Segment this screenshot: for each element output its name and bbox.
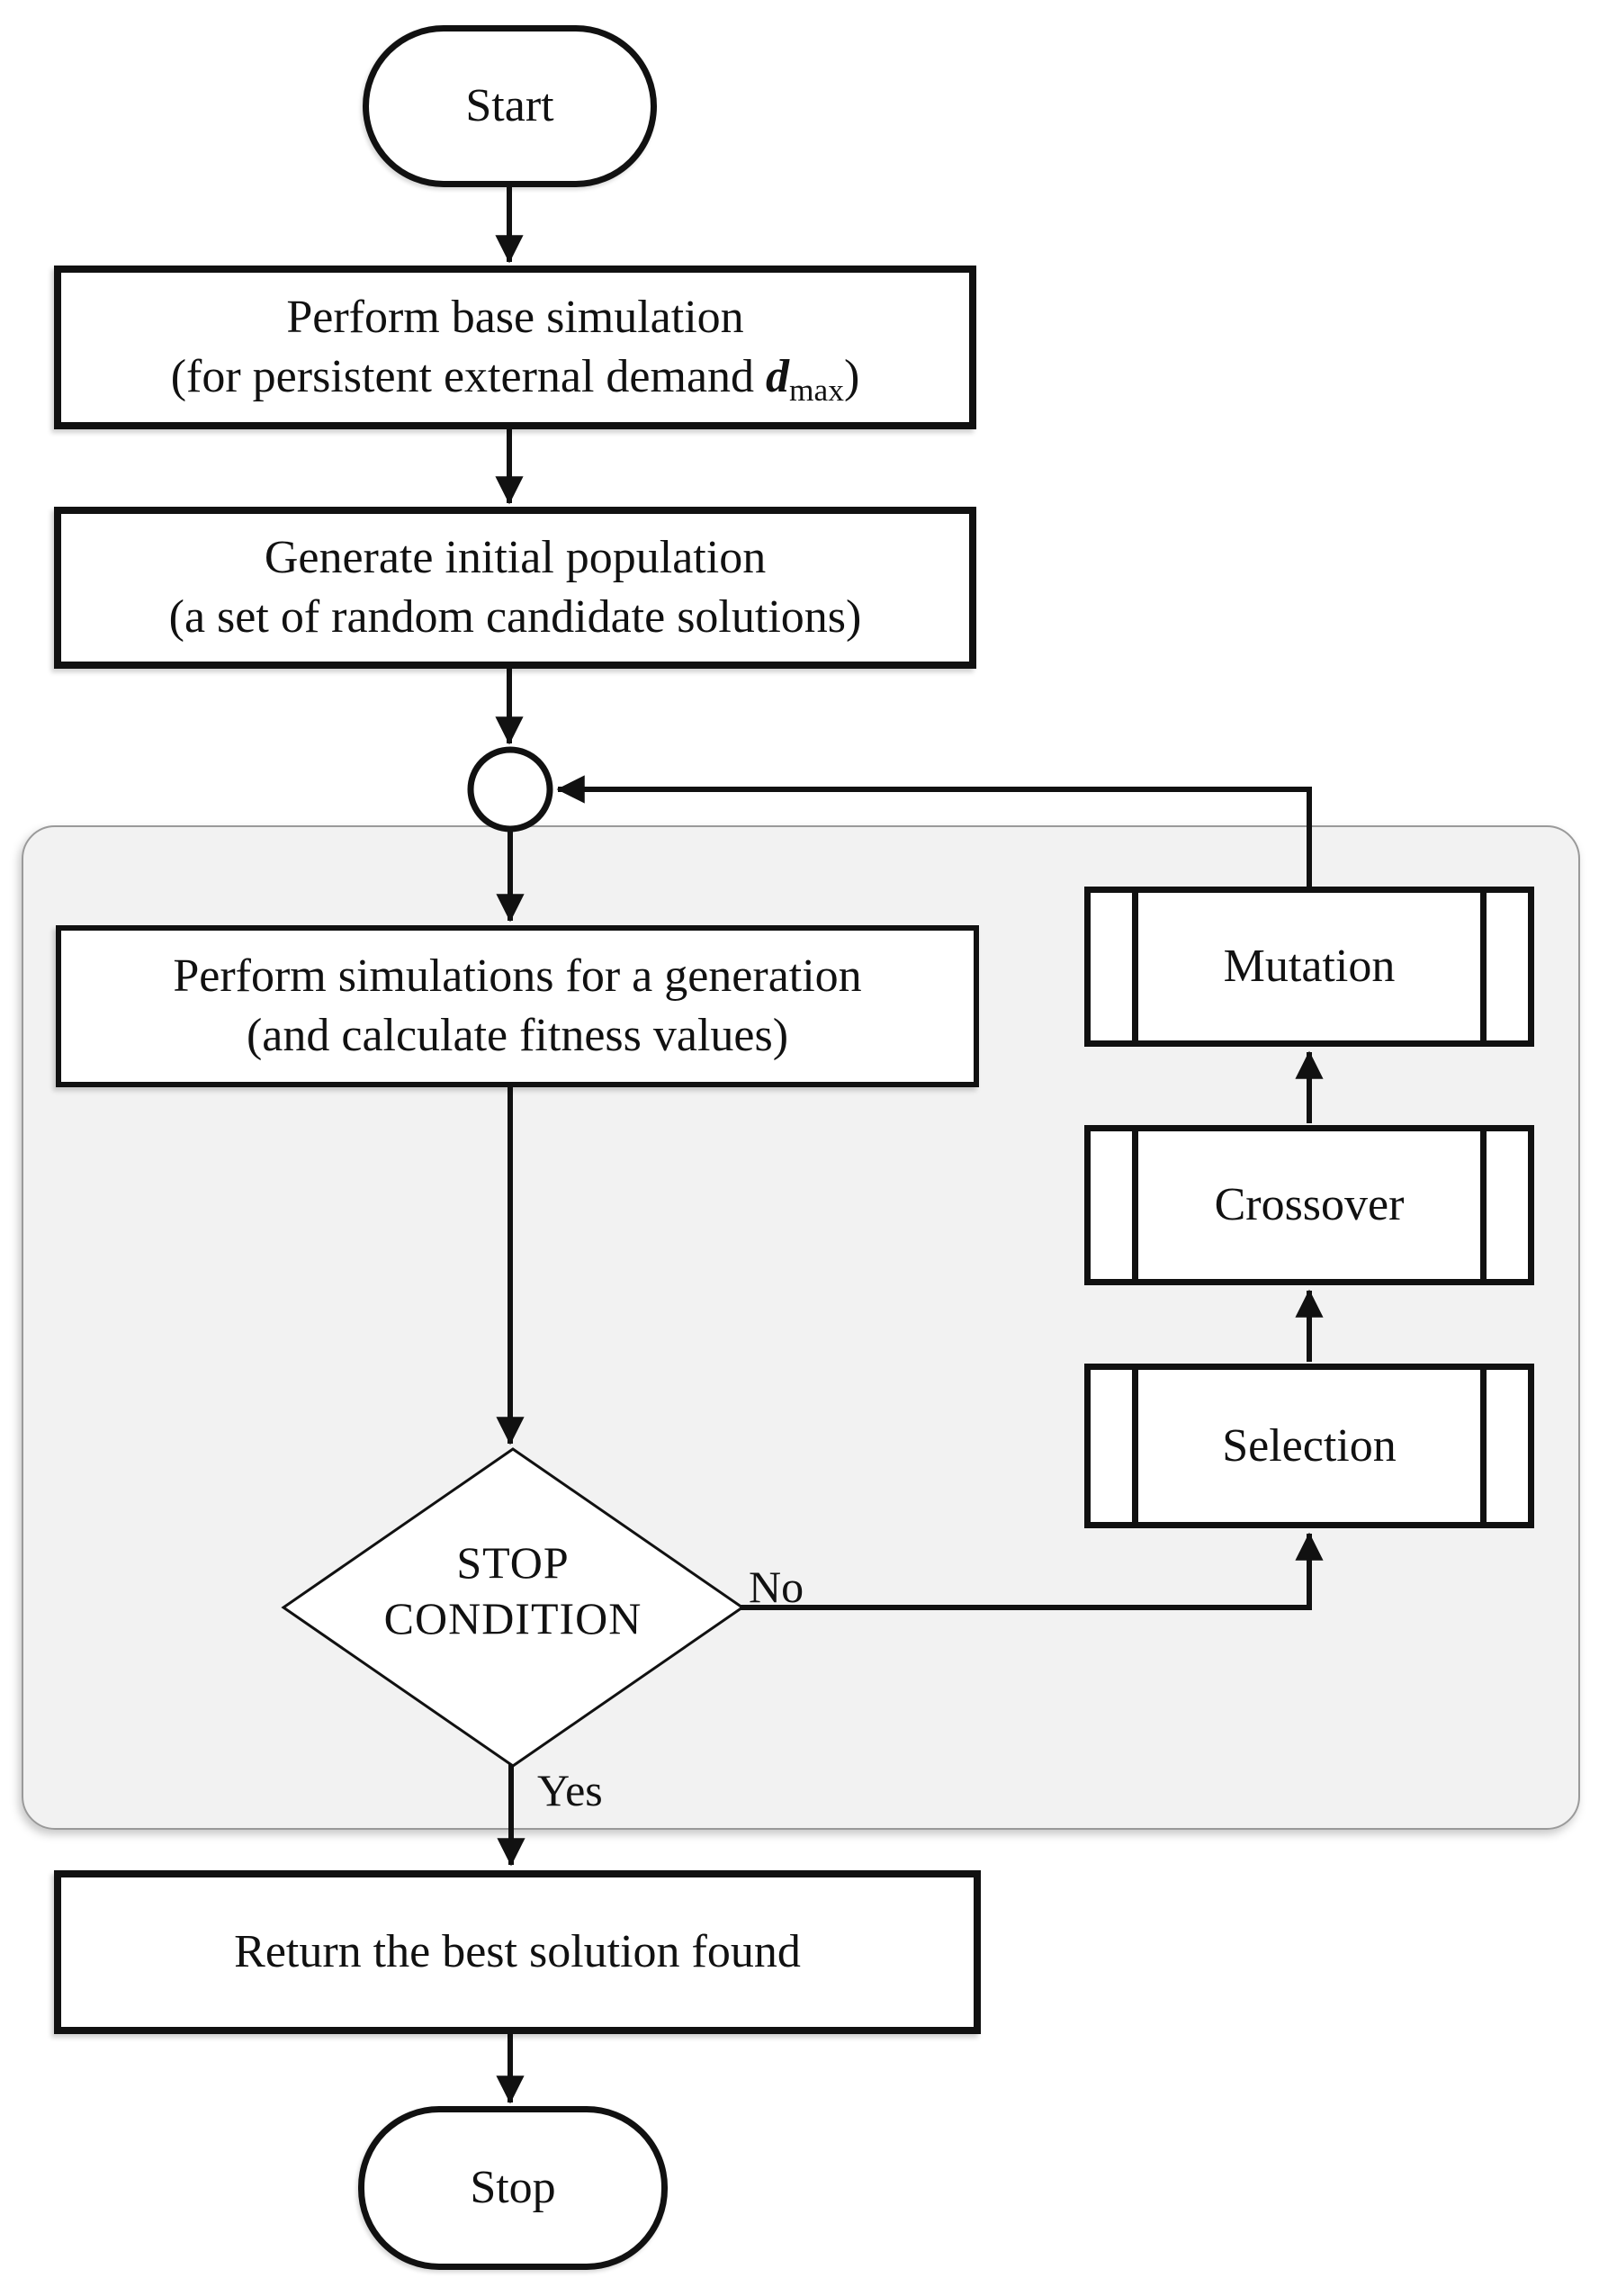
base-simulation-line2-suffix: ) (843, 351, 860, 402)
stop-condition-label: STOP CONDITION (333, 1535, 693, 1646)
node-crossover: Crossover (1084, 1125, 1534, 1285)
edge-mutation-to-junction (556, 775, 1312, 888)
base-simulation-line2-prefix: (for persistent external demand (170, 351, 767, 402)
start-label: Start (465, 80, 554, 131)
demand-symbol: d (766, 351, 790, 402)
mutation-right-bar (1480, 893, 1487, 1040)
node-selection: Selection (1084, 1364, 1534, 1528)
initial-population-line1: Generate initial population (264, 532, 767, 583)
selection-right-bar (1480, 1370, 1487, 1522)
node-stop: Stop (358, 2106, 668, 2270)
initial-population-line2: (a set of random candidate solutions) (168, 591, 862, 643)
junction-connector-circle (467, 746, 553, 833)
stop-condition-diamond (281, 1447, 745, 1768)
node-return-best: Return the best solution found (54, 1870, 981, 2034)
demand-subscript: max (789, 371, 844, 408)
generation-simulation-line2: (and calculate fitness values) (246, 1010, 789, 1061)
node-base-simulation: Perform base simulation (for persistent … (54, 266, 976, 429)
base-simulation-line1: Perform base simulation (286, 292, 744, 343)
node-initial-population: Generate initial population (a set of ra… (54, 507, 976, 669)
node-generation-simulation: Perform simulations for a generation (an… (56, 925, 979, 1087)
crossover-left-bar (1132, 1131, 1138, 1279)
selection-label: Selection (1222, 1419, 1397, 1472)
stop-condition-line1: STOP (456, 1537, 570, 1588)
selection-left-bar (1132, 1370, 1138, 1522)
return-best-label: Return the best solution found (234, 1926, 801, 1977)
base-simulation-line2: (for persistent external demand dmax) (171, 347, 860, 407)
mutation-label: Mutation (1223, 941, 1396, 992)
generation-simulation-line1: Perform simulations for a generation (173, 950, 862, 1002)
stop-condition-line2: CONDITION (383, 1593, 642, 1643)
edge-stop-condition-no-to-selection (741, 1532, 1324, 1610)
edge-label-no: No (749, 1562, 804, 1612)
node-mutation: Mutation (1084, 887, 1534, 1047)
stop-label: Stop (470, 2162, 556, 2213)
mutation-left-bar (1132, 893, 1138, 1040)
crossover-label: Crossover (1214, 1179, 1405, 1230)
crossover-right-bar (1480, 1131, 1487, 1279)
edge-label-yes: Yes (537, 1765, 603, 1815)
node-start: Start (363, 25, 657, 187)
